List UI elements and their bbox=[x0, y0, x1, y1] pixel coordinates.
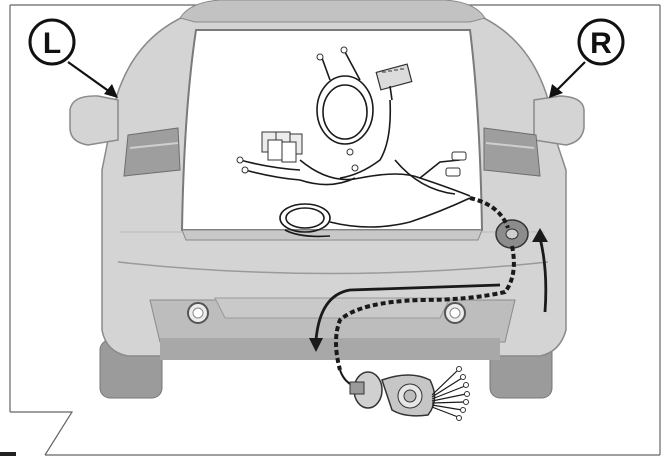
trunk-opening bbox=[182, 30, 482, 240]
callout-right-label: R bbox=[590, 27, 612, 60]
callout-left-label: L bbox=[43, 27, 61, 60]
callout-left: L bbox=[30, 20, 118, 98]
trailer-socket-icon bbox=[340, 367, 470, 421]
relay-block-icon bbox=[262, 132, 302, 162]
callout-right: R bbox=[549, 20, 623, 98]
grommet-icon bbox=[496, 220, 528, 248]
